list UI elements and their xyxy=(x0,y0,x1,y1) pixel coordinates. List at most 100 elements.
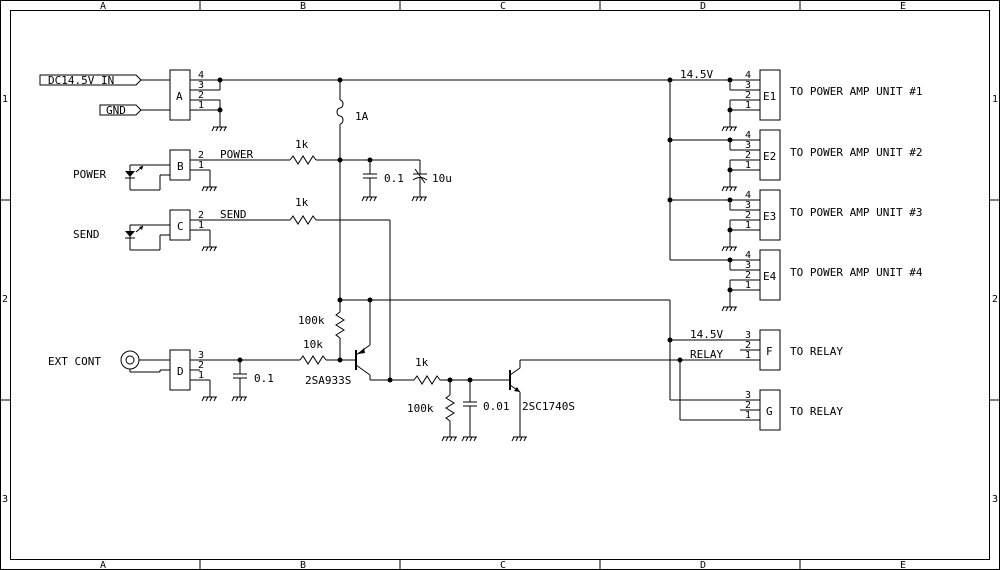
connector-b-name: B xyxy=(177,160,184,173)
dc-in-port: DC14.5V IN xyxy=(39,74,170,87)
resistor-q2pull-value: 100k xyxy=(407,402,434,415)
connector-g: 3 2 1 G xyxy=(679,360,781,431)
ext-cont-jack: EXT CONT xyxy=(48,350,170,373)
connector-c-name: C xyxy=(177,220,184,233)
col-label-e: E xyxy=(900,1,906,12)
connector-d: D 3 2 1 xyxy=(169,349,300,402)
connector-a-name: A xyxy=(176,90,183,103)
connector-b-pin-1: 1 xyxy=(198,160,204,171)
connector-e1-pin-1: 1 xyxy=(745,100,751,111)
resistor-bias-value: 100k xyxy=(298,314,325,327)
connector-a-pin-4: 4 xyxy=(198,70,204,81)
resistor-q2base-value: 1k xyxy=(415,356,429,369)
transistor-q2-label: 2SC1740S xyxy=(522,400,575,413)
connector-e4: 4 3 2 1 E4 xyxy=(721,249,781,312)
col-label-d-bottom: D xyxy=(700,560,706,570)
connector-e1-pin-3: 3 xyxy=(745,80,751,91)
connector-e2-pin-2: 2 xyxy=(745,150,751,161)
connector-e3-pin-2: 2 xyxy=(745,210,751,221)
gnd-port: GND xyxy=(99,104,170,117)
connector-d-name: D xyxy=(177,365,184,378)
capacitor-power: 0.1 xyxy=(361,160,404,202)
connector-e3-name: E3 xyxy=(763,210,776,223)
col-label-c: C xyxy=(500,1,506,12)
gnd-label: GND xyxy=(106,104,126,117)
output-label-e1: TO POWER AMP UNIT #1 xyxy=(790,85,922,98)
resistor-base-value: 10k xyxy=(303,338,323,351)
output-label-f: TO RELAY xyxy=(790,345,843,358)
connector-g-name: G xyxy=(766,405,773,418)
output-label-e3: TO POWER AMP UNIT #3 xyxy=(790,206,922,219)
resistor-bias: 100k xyxy=(298,300,345,360)
connector-e1: 4 3 2 1 E1 xyxy=(721,69,781,132)
connector-b: B 2 1 POWER xyxy=(169,148,290,192)
capacitor-electrolytic-value: 10u xyxy=(432,172,452,185)
connector-g-pin-3: 3 xyxy=(745,390,751,401)
row-label-1: 1 xyxy=(2,94,8,105)
connector-e1-pin-2: 2 xyxy=(745,90,751,101)
connector-e4-pin-1: 1 xyxy=(745,280,751,291)
net-power: POWER xyxy=(220,148,253,161)
connector-f-pin-3: 3 xyxy=(745,330,751,341)
col-label-d: D xyxy=(700,1,706,12)
resistor-power-value: 1k xyxy=(295,138,309,151)
col-label-a-bottom: A xyxy=(100,560,106,570)
col-label-b-bottom: B xyxy=(300,560,306,570)
connector-e3: 4 3 2 1 E3 xyxy=(721,189,781,252)
connector-e1-name: E1 xyxy=(763,90,776,103)
connector-c-pin-1: 1 xyxy=(198,220,204,231)
connector-c: C 2 1 SEND xyxy=(169,208,290,252)
capacitor-ext: 0.1 xyxy=(231,360,274,402)
ext-cont-label: EXT CONT xyxy=(48,355,101,368)
connector-e4-name: E4 xyxy=(763,270,777,283)
resistor-send-value: 1k xyxy=(295,196,309,209)
connector-f-pin-1: 1 xyxy=(745,350,751,361)
capacitor-q2: 0.01 xyxy=(461,380,510,442)
send-led: SEND xyxy=(73,224,170,251)
row-label-2: 2 xyxy=(2,294,8,305)
output-label-e4: TO POWER AMP UNIT #4 xyxy=(790,266,923,279)
connector-f-pin-2: 2 xyxy=(745,340,751,351)
connector-e3-pin-1: 1 xyxy=(745,220,751,231)
connector-e4-pin-2: 2 xyxy=(745,270,751,281)
connector-e2-name: E2 xyxy=(763,150,776,163)
col-label-b: B xyxy=(300,1,306,12)
connector-e2-pin-3: 3 xyxy=(745,140,751,151)
connector-e4-pin-3: 3 xyxy=(745,260,751,271)
power-led-label: POWER xyxy=(73,168,106,181)
connector-e2-pin-4: 4 xyxy=(745,130,751,141)
connector-e3-pin-3: 3 xyxy=(745,200,751,211)
connector-e4-pin-4: 4 xyxy=(745,250,751,261)
fuse-value: 1A xyxy=(355,110,369,123)
output-label-g: TO RELAY xyxy=(790,405,843,418)
capacitor-power-value: 0.1 xyxy=(384,172,404,185)
connector-d-pin-2: 2 xyxy=(198,360,204,371)
output-label-e2: TO POWER AMP UNIT #2 xyxy=(790,146,922,159)
connector-a: A 4 3 2 1 xyxy=(169,69,228,132)
connector-e1-pin-4: 4 xyxy=(745,70,751,81)
resistor-q2pull: 100k xyxy=(407,380,458,442)
transistor-q2: 2SC1740S xyxy=(509,359,760,442)
row-label-3: 3 xyxy=(2,494,8,505)
net-send: SEND xyxy=(220,208,247,221)
send-led-label: SEND xyxy=(73,228,100,241)
resistor-base: 10k xyxy=(299,338,356,365)
row-label-1-right: 1 xyxy=(992,94,998,105)
resistor-send: 1k xyxy=(289,196,391,380)
net-relay: RELAY xyxy=(690,348,723,361)
connector-c-pin-2: 2 xyxy=(198,210,204,221)
col-label-e-bottom: E xyxy=(900,560,906,570)
row-label-2-right: 2 xyxy=(992,294,998,305)
connector-g-pin-2: 2 xyxy=(745,400,751,411)
transistor-q1-label: 2SA933S xyxy=(305,374,351,387)
capacitor-electrolytic: 10u xyxy=(411,160,452,202)
power-led: POWER xyxy=(73,164,170,191)
connector-g-pin-1: 1 xyxy=(745,410,751,421)
dc-in-label: DC14.5V IN xyxy=(48,74,114,87)
connector-a-pin-2: 2 xyxy=(198,90,204,101)
connector-a-pin-1: 1 xyxy=(198,100,204,111)
connector-e2-pin-1: 1 xyxy=(745,160,751,171)
connector-d-pin-1: 1 xyxy=(198,370,204,381)
connector-d-pin-3: 3 xyxy=(198,350,204,361)
